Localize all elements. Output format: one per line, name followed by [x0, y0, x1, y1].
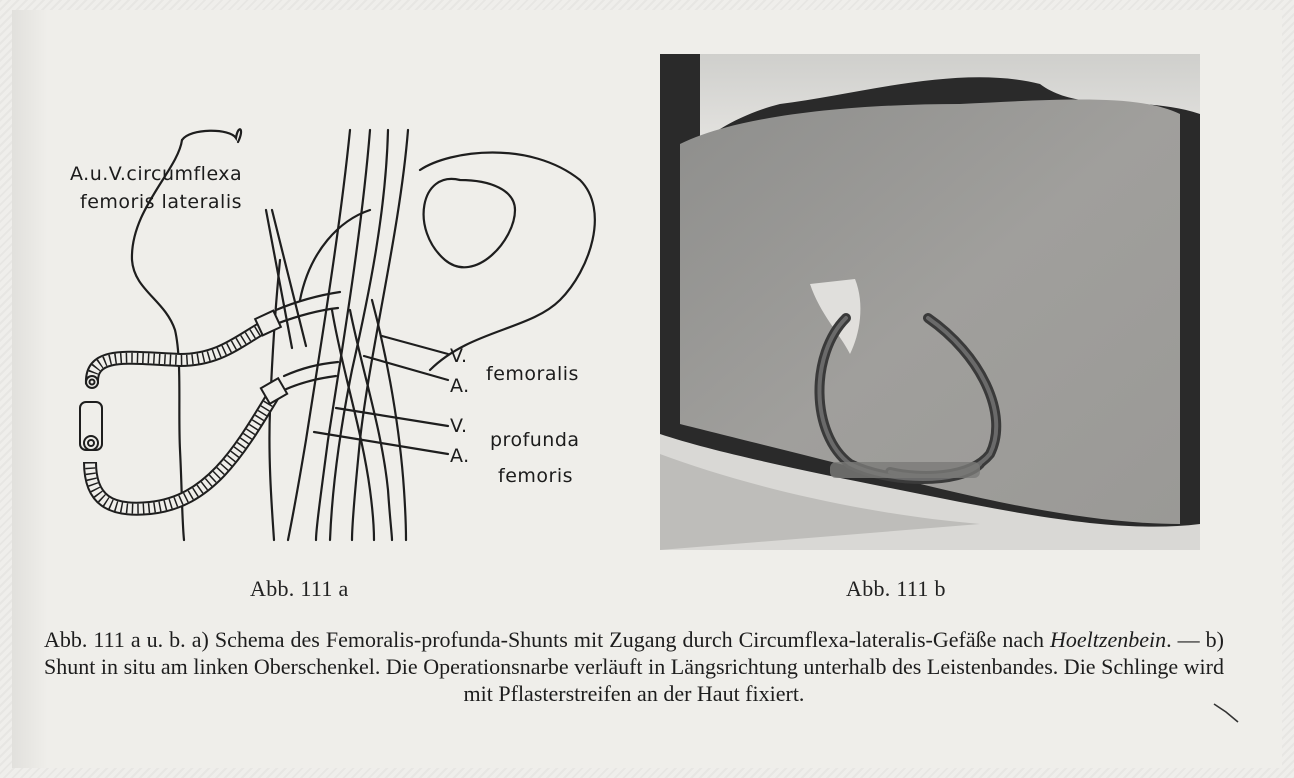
page-gutter-shadow	[12, 10, 48, 768]
figure-a-caption-label: Abb. 111 a	[250, 576, 349, 602]
caption-author: Hoeltzenbein	[1050, 627, 1166, 652]
figure-a-diagram: A.u.V.circumflexa femoris lateralis V. A…	[70, 110, 630, 560]
figure-b-photo	[660, 54, 1200, 550]
label-femoris: femoris	[498, 465, 573, 487]
label-circumflexa-line1: A.u.V.circumflexa	[70, 163, 242, 185]
label-v-femoralis: V.	[450, 345, 468, 367]
label-femoralis: femoralis	[486, 363, 579, 385]
label-profunda: profunda	[490, 429, 580, 451]
pen-mark-icon	[1212, 700, 1242, 730]
figure-b-caption-label: Abb. 111 b	[846, 576, 946, 602]
caption-part1: Abb. 111 a u. b. a) Schema des Femoralis…	[44, 627, 1050, 652]
figure-caption: Abb. 111 a u. b. a) Schema des Femoralis…	[44, 626, 1224, 707]
label-circumflexa-line2: femoris lateralis	[80, 191, 242, 213]
label-v-profunda: V.	[450, 415, 468, 437]
label-a-profunda: A.	[450, 445, 470, 467]
label-a-femoralis: A.	[450, 375, 470, 397]
